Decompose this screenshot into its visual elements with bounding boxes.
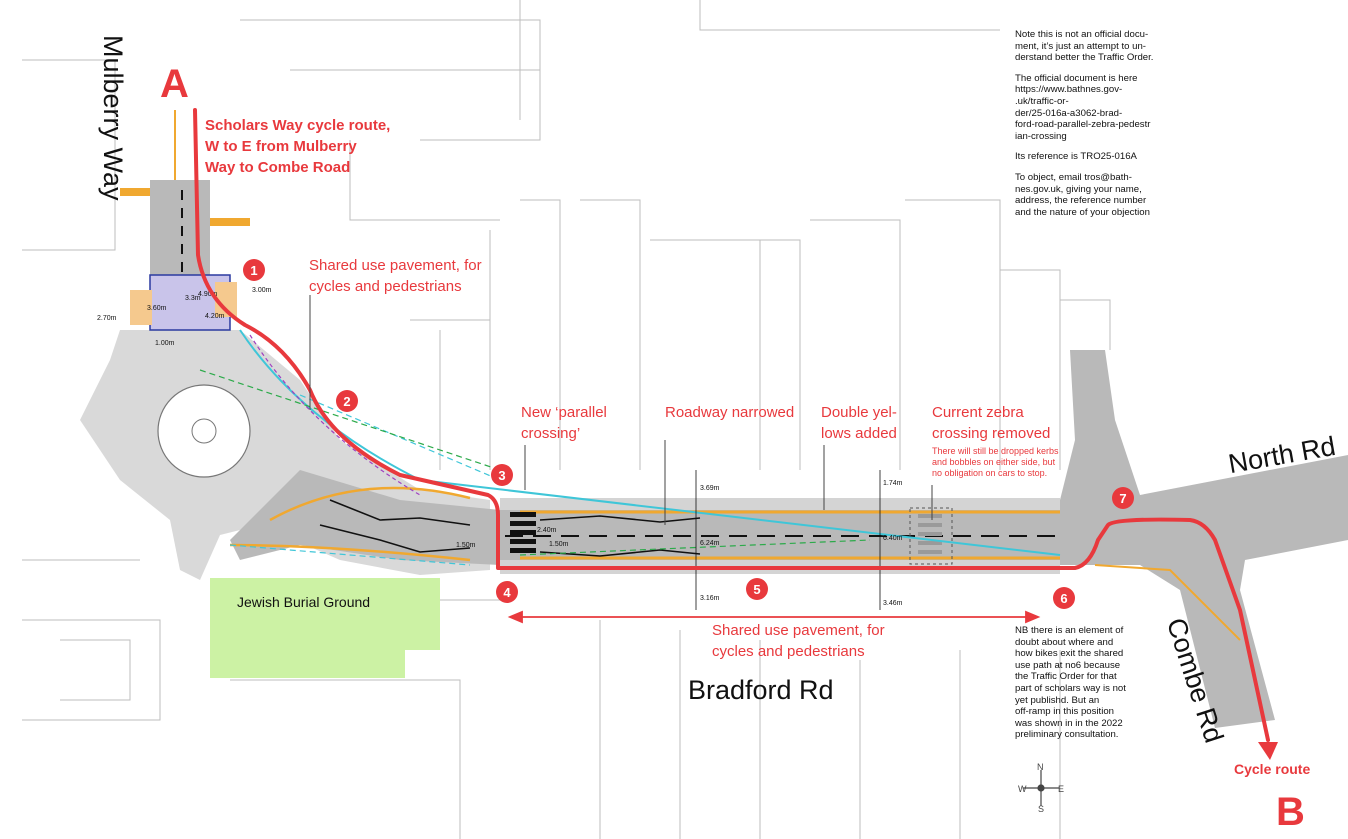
measurement: 4.20m [205, 313, 225, 320]
annotation-cycle-route: Cycle route [1234, 761, 1311, 777]
measurement: 3.60m [147, 305, 167, 312]
measurements: 2.70m 3.60m 3.3m 4.90m 4.20m 3.00m 1.00m… [97, 287, 903, 607]
removed-zebra-stripes [918, 514, 942, 554]
measurement: 3.16m [700, 595, 720, 602]
measurement: 6.40m [883, 535, 903, 542]
marker-2: 2 [336, 390, 358, 412]
compass-n: N [1037, 762, 1044, 772]
compass-e: E [1058, 784, 1064, 794]
route-arrowhead [1258, 742, 1278, 760]
measurement: 1.00m [155, 340, 175, 347]
shared-use-extent-arrow [507, 610, 1041, 624]
marker-6: 6 [1053, 587, 1075, 609]
measurement: 1.74m [883, 480, 903, 487]
nb-note: NB there is an element of doubt about wh… [1015, 625, 1126, 741]
info-note: Note this is not an official docu- ment,… [1015, 29, 1154, 218]
building-outlines [22, 0, 1111, 839]
measurement: 1.50m [456, 542, 476, 549]
annotation-double-yellows: Double yel- lows added [821, 404, 897, 442]
compass-s: S [1038, 804, 1044, 814]
road-label-bradford-rd: Bradford Rd [688, 675, 834, 705]
cycle-route-line [193, 108, 1270, 742]
measurement: 1.50m [549, 541, 569, 548]
marker-5: 5 [746, 578, 768, 600]
marker-3: 3 [491, 464, 513, 486]
measurement: 2.70m [97, 315, 117, 322]
annotation-shared-use-top: Shared use pavement, for cycles and pede… [309, 257, 482, 295]
jewish-burial-ground-area [210, 578, 440, 678]
annotation-roadway-narrowed: Roadway narrowed [665, 404, 795, 421]
compass-rose [1023, 770, 1059, 806]
measurement: 4.90m [198, 291, 218, 298]
measurement: 3.00m [252, 287, 272, 294]
parallel-crossing-stripes [510, 512, 536, 553]
burial-ground-label: Jewish Burial Ground [237, 594, 371, 610]
annotation-current-zebra: Current zebra crossing removed [932, 404, 1051, 442]
measurement: 3.46m [883, 600, 903, 607]
annotation-new-parallel-crossing: New ‘parallel crossing’ [521, 404, 607, 442]
route-title: Scholars Way cycle route, W to E from Mu… [205, 117, 391, 176]
marker-4: 4 [496, 581, 518, 603]
annotation-zebra-note: There will still be dropped kerbs and bo… [932, 446, 1059, 478]
start-letter-a: A [160, 62, 189, 106]
road-label-mulberry-way: Mulberry Way [98, 35, 128, 201]
annotation-shared-use-bottom: Shared use pavement, for cycles and pede… [712, 622, 885, 660]
marker-7: 7 [1112, 487, 1134, 509]
marker-1: 1 [243, 259, 265, 281]
measurement: 3.3m [185, 295, 201, 302]
measurement: 6.24m [700, 540, 720, 547]
compass-w: W [1018, 784, 1027, 794]
north-rd [1060, 350, 1348, 728]
measurement: 3.69m [700, 485, 720, 492]
road-markings [120, 110, 1241, 641]
end-letter-b: B [1276, 790, 1305, 834]
measurement: 2.40m [537, 527, 557, 534]
